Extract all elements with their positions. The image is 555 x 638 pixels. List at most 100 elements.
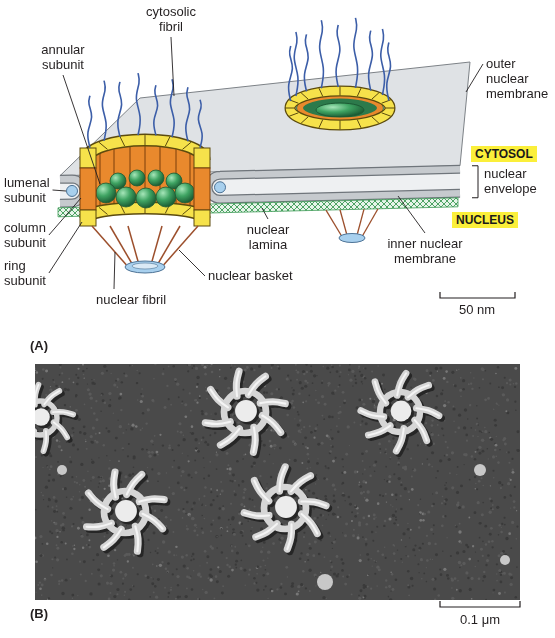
grain bbox=[475, 451, 477, 453]
grain bbox=[470, 404, 472, 406]
grain bbox=[396, 508, 397, 509]
grain bbox=[50, 386, 51, 387]
grain bbox=[366, 490, 369, 493]
grain bbox=[61, 381, 63, 383]
grain bbox=[147, 408, 150, 411]
nuclear-lamina bbox=[206, 198, 458, 213]
grain bbox=[500, 531, 503, 534]
grain bbox=[365, 422, 368, 425]
grain bbox=[173, 365, 175, 367]
grain bbox=[481, 513, 484, 516]
grain bbox=[496, 573, 498, 575]
grain bbox=[250, 367, 253, 370]
annular-subunit bbox=[116, 187, 136, 207]
grain bbox=[193, 365, 195, 367]
grain bbox=[61, 449, 63, 451]
grain bbox=[493, 409, 494, 410]
grain bbox=[431, 466, 433, 468]
grain bbox=[407, 555, 409, 557]
grain bbox=[412, 548, 415, 551]
grain bbox=[210, 366, 211, 367]
grain bbox=[118, 460, 120, 462]
grain bbox=[240, 531, 243, 534]
grain bbox=[53, 496, 56, 499]
grain bbox=[474, 566, 476, 568]
grain bbox=[514, 367, 517, 370]
grain bbox=[56, 536, 58, 538]
grain bbox=[481, 439, 484, 442]
grain bbox=[301, 428, 303, 430]
grain bbox=[270, 476, 272, 478]
grain bbox=[196, 383, 198, 385]
grain bbox=[259, 475, 261, 477]
grain bbox=[369, 475, 371, 477]
grain bbox=[211, 413, 212, 414]
grain bbox=[122, 432, 124, 434]
grain bbox=[490, 438, 493, 441]
grain bbox=[104, 536, 106, 538]
grain bbox=[487, 397, 490, 400]
grain bbox=[334, 390, 336, 392]
grain bbox=[60, 541, 63, 544]
grain bbox=[351, 511, 353, 513]
grain bbox=[470, 383, 472, 385]
terminal-ring-hole bbox=[132, 263, 158, 269]
grain bbox=[89, 592, 92, 595]
grain bbox=[55, 499, 58, 502]
grain bbox=[256, 573, 258, 575]
grain bbox=[297, 411, 299, 413]
grain bbox=[401, 539, 403, 541]
grain bbox=[151, 582, 154, 585]
grain bbox=[174, 378, 177, 381]
cytosolic-fibril bbox=[289, 46, 293, 101]
grain bbox=[297, 423, 300, 426]
grain bbox=[291, 582, 294, 585]
grain bbox=[315, 390, 316, 391]
grain bbox=[114, 549, 116, 551]
grain bbox=[47, 466, 49, 468]
grain bbox=[488, 540, 491, 543]
grain bbox=[216, 489, 218, 491]
grain bbox=[230, 381, 231, 382]
grain bbox=[516, 526, 518, 528]
grain bbox=[255, 582, 257, 584]
grain bbox=[443, 404, 446, 407]
grain bbox=[376, 585, 378, 587]
grain bbox=[377, 365, 379, 367]
grain bbox=[99, 432, 101, 434]
grain bbox=[221, 551, 223, 553]
grain bbox=[42, 495, 44, 497]
grain bbox=[495, 373, 497, 375]
grain bbox=[280, 583, 282, 585]
grain bbox=[51, 558, 53, 560]
grain bbox=[442, 515, 445, 518]
grain bbox=[201, 504, 203, 506]
pore-spoke bbox=[104, 529, 121, 547]
grain bbox=[88, 509, 90, 511]
grain bbox=[439, 459, 442, 462]
grain bbox=[504, 517, 506, 519]
pore-spoke bbox=[368, 426, 390, 435]
grain bbox=[510, 479, 512, 481]
grain bbox=[117, 386, 119, 388]
grain bbox=[190, 432, 191, 433]
grain bbox=[396, 499, 398, 501]
grain bbox=[153, 578, 154, 579]
grain bbox=[373, 518, 375, 520]
grain bbox=[320, 514, 323, 517]
grain bbox=[474, 458, 477, 461]
grain bbox=[234, 480, 235, 481]
grain bbox=[182, 510, 185, 513]
grain bbox=[86, 544, 88, 546]
grain bbox=[379, 494, 381, 496]
grain bbox=[224, 377, 227, 380]
grain bbox=[376, 526, 378, 528]
grain bbox=[204, 441, 207, 444]
grain bbox=[496, 563, 498, 565]
grain bbox=[198, 442, 200, 444]
grain bbox=[90, 407, 92, 409]
grain bbox=[476, 405, 478, 407]
grain bbox=[365, 523, 368, 526]
grain bbox=[456, 474, 457, 475]
grain bbox=[305, 489, 307, 491]
